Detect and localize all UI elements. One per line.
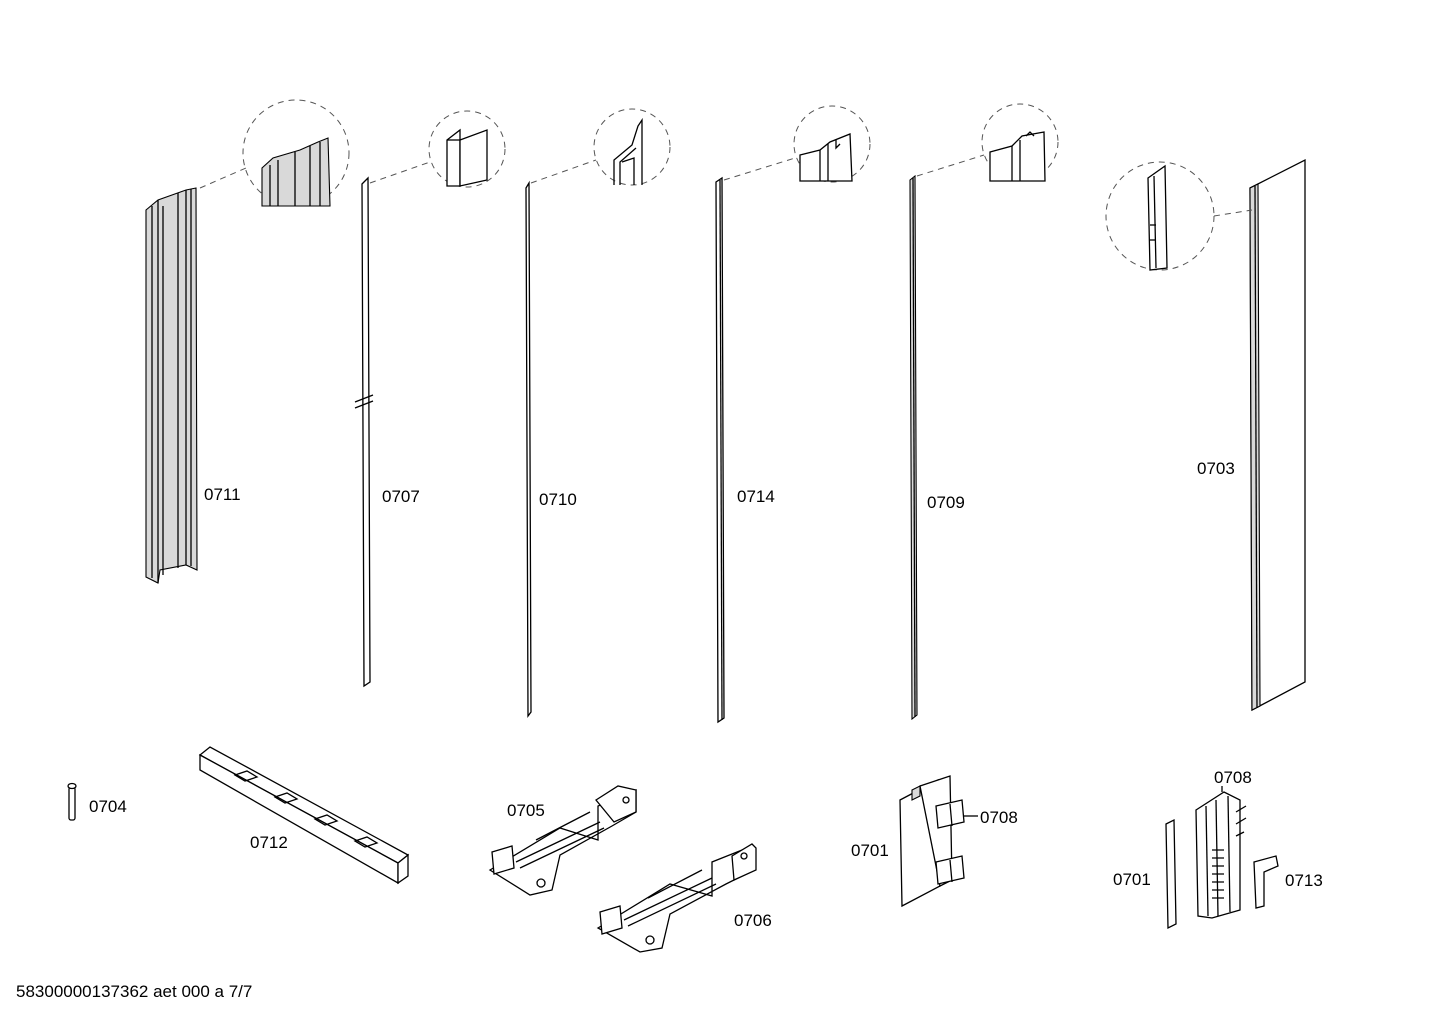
label-0704: 0704 [89, 797, 127, 816]
part-0703-panel [1249, 158, 1306, 712]
part-0714-strip [715, 176, 725, 724]
label-0706: 0706 [734, 911, 772, 930]
part-0710-strip [525, 180, 532, 718]
label-0713: 0713 [1285, 871, 1323, 890]
detail-circle-0714 [723, 105, 871, 183]
label-0708-right: 0708 [1214, 768, 1252, 787]
part-0713-clip [1253, 855, 1279, 909]
detail-circle-0710 [530, 108, 671, 186]
detail-circle-0709 [916, 103, 1059, 182]
label-0709: 0709 [927, 493, 965, 512]
part-0701-cover-right [1165, 818, 1177, 930]
label-0708-middle: 0708 [980, 808, 1018, 827]
part-0709-strip [909, 174, 918, 721]
part-0708-hinge-right [1195, 786, 1247, 919]
label-0714: 0714 [737, 487, 775, 506]
detail-circle-0707 [369, 110, 506, 188]
part-0705-bracket [488, 785, 637, 896]
part-0701-cover-middle [899, 775, 953, 908]
label-0701-right: 0701 [1113, 870, 1151, 889]
detail-circle-0711 [199, 99, 350, 207]
label-0711: 0711 [204, 485, 241, 504]
part-0707-strip [354, 176, 374, 688]
label-0707: 0707 [382, 487, 420, 506]
label-0705: 0705 [507, 801, 545, 820]
label-0710: 0710 [539, 490, 577, 509]
label-0712: 0712 [250, 833, 288, 852]
label-0703: 0703 [1197, 459, 1235, 478]
part-0712-rail [198, 746, 410, 885]
part-0704-pin [67, 782, 77, 821]
part-0711-profile [145, 187, 198, 584]
drawing-number-footer: 58300000137362 aet 000 a 7/7 [16, 982, 253, 1001]
detail-circle-0703 [1105, 161, 1253, 271]
part-0706-bracket [596, 843, 757, 953]
part-0708-hinge-middle [935, 799, 965, 885]
label-0701-middle: 0701 [851, 841, 889, 860]
